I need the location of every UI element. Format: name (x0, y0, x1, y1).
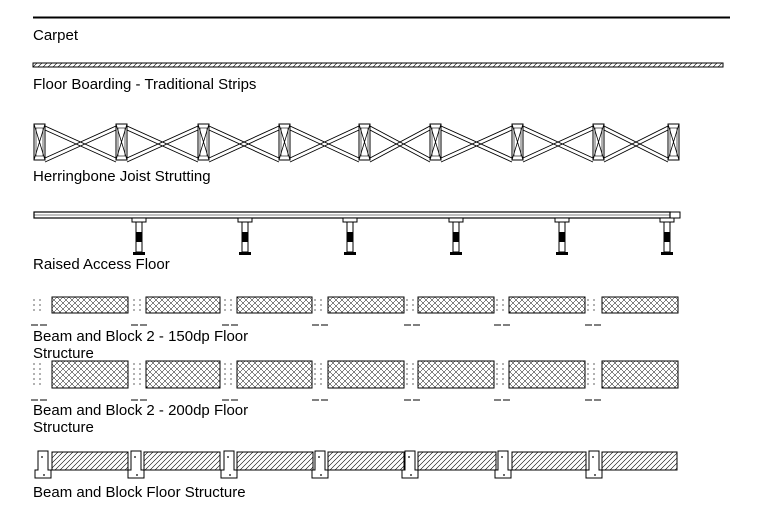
beam (494, 363, 512, 401)
block (51, 451, 129, 471)
beam (34, 450, 52, 479)
strut-pair (603, 125, 669, 163)
beam (404, 363, 422, 401)
label-beam-block: Beam and Block Floor Structure (33, 484, 246, 501)
pedestal (237, 217, 253, 255)
pedestal (448, 217, 464, 255)
label-beam-block-150: Beam and Block 2 - 150dp Floor Structure (33, 328, 249, 362)
beam (127, 450, 145, 479)
strut-pair (44, 125, 117, 163)
block (145, 360, 221, 389)
beam-block-200-drawing (31, 360, 679, 401)
block (417, 360, 495, 389)
strut-pair (208, 125, 280, 163)
beam (404, 299, 422, 326)
block (508, 360, 586, 389)
joist (278, 123, 291, 161)
block (601, 296, 679, 314)
label-carpet: Carpet (33, 27, 79, 44)
herringbone-strutting-drawing (33, 123, 680, 163)
beam (401, 450, 419, 479)
beam (31, 299, 49, 326)
block (327, 451, 405, 471)
strut-pair (522, 125, 594, 163)
beam-block-150-drawing (31, 296, 679, 326)
block (511, 451, 587, 471)
block (51, 360, 129, 389)
block (417, 451, 497, 471)
block (601, 451, 678, 471)
block (143, 451, 221, 471)
joist (115, 123, 128, 161)
pedestal (131, 217, 147, 255)
block (327, 360, 405, 389)
floor-boarding-drawing (32, 62, 724, 68)
beam (585, 450, 603, 479)
block (236, 451, 314, 471)
label-floor-boarding: Floor Boarding - Traditional Strips (33, 76, 257, 93)
beam (585, 363, 603, 401)
joist (429, 123, 442, 161)
pedestal (342, 217, 358, 255)
beam (222, 363, 240, 401)
beam (31, 363, 49, 401)
beam (131, 363, 149, 401)
block (417, 296, 495, 314)
pedestal (659, 217, 675, 255)
joist (592, 123, 605, 161)
block (508, 296, 586, 314)
beam (312, 299, 330, 326)
joist (667, 123, 680, 161)
block (327, 296, 405, 314)
block (51, 296, 129, 314)
block (236, 360, 313, 389)
block (145, 296, 221, 314)
block (236, 296, 313, 314)
label-raised-access-floor: Raised Access Floor (33, 256, 170, 273)
joist (197, 123, 210, 161)
beam (494, 450, 512, 479)
strut-pair (289, 125, 360, 163)
raised-access-floor-drawing (33, 211, 681, 255)
joist (511, 123, 524, 161)
strut-pair (440, 125, 513, 163)
label-beam-block-200: Beam and Block 2 - 200dp Floor Structure (33, 402, 249, 436)
pedestal (554, 217, 570, 255)
beam (494, 299, 512, 326)
beam (585, 299, 603, 326)
joist (358, 123, 371, 161)
strut-pair (369, 125, 431, 163)
beam (222, 299, 240, 326)
beam (311, 450, 329, 479)
beam (131, 299, 149, 326)
strut-pair (126, 125, 199, 163)
beam-block-drawing (34, 450, 678, 479)
beam (312, 363, 330, 401)
joist (33, 123, 46, 161)
beam (220, 450, 238, 479)
label-herringbone: Herringbone Joist Strutting (33, 168, 211, 185)
block (601, 360, 679, 389)
